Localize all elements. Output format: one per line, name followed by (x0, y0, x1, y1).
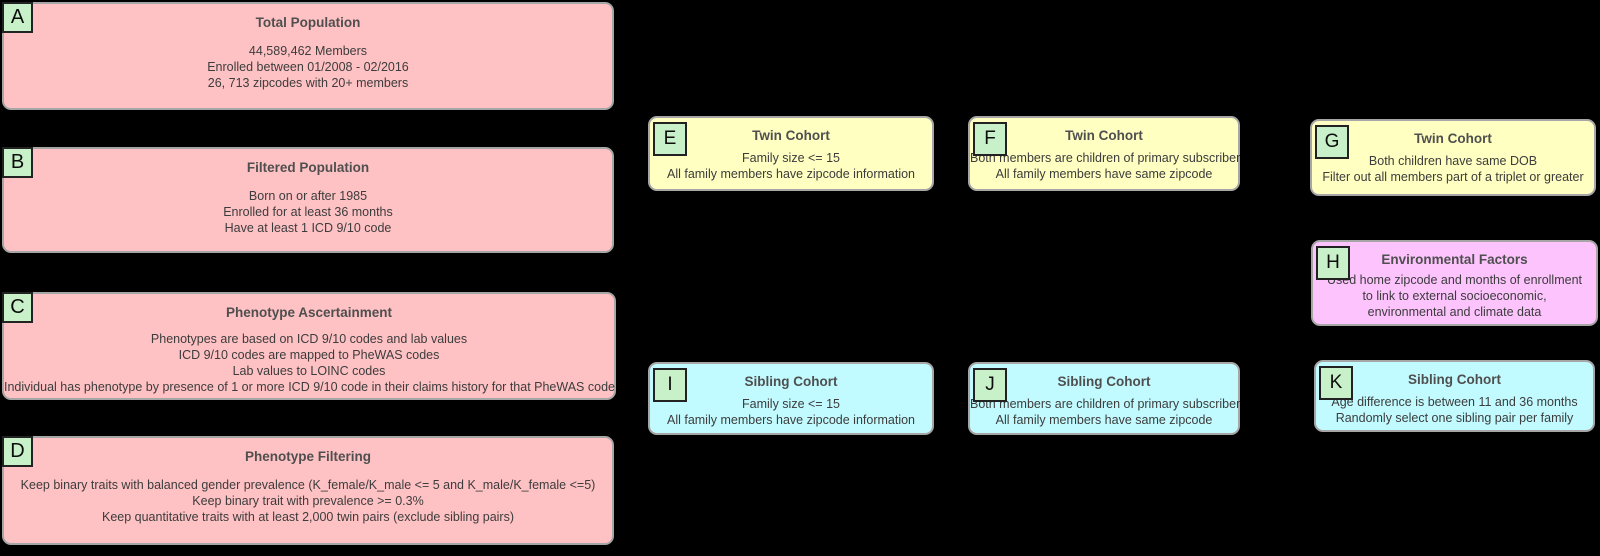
node-body: Keep binary traits with balanced gender … (4, 477, 612, 525)
node-title: Filtered Population (246, 160, 370, 175)
badge-g: G (1315, 125, 1349, 159)
node-i-sibling-cohort: I Sibling Cohort Family size <= 15 All f… (648, 362, 934, 435)
badge-f: F (973, 122, 1007, 156)
node-line: Keep binary traits with balanced gender … (20, 478, 596, 492)
node-line: All family members have same zipcode (995, 167, 1213, 181)
node-d-phenotype-filtering: D Phenotype Filtering Keep binary traits… (2, 436, 614, 545)
node-line: ICD 9/10 codes are mapped to PheWAS code… (178, 348, 440, 362)
node-a-total-population: A Total Population 44,589,462 Members En… (2, 2, 614, 110)
node-title: Twin Cohort (1414, 131, 1492, 146)
node-line: Phenotypes are based on ICD 9/10 codes a… (150, 332, 468, 346)
badge-e: E (653, 122, 687, 156)
badge-h: H (1316, 246, 1350, 280)
node-title: Sibling Cohort (744, 374, 838, 389)
node-title: Sibling Cohort (1057, 374, 1151, 389)
node-line: Used home zipcode and months of enrollme… (1326, 273, 1582, 319)
node-body: Used home zipcode and months of enrollme… (1313, 272, 1596, 320)
node-title: Phenotype Ascertainment (225, 305, 393, 320)
node-j-sibling-cohort: J Sibling Cohort Both members are childr… (968, 362, 1240, 435)
node-line: Filter out all members part of a triplet… (1322, 170, 1584, 184)
node-line: Family size <= 15 (742, 151, 840, 165)
node-body: Both members are children of primary sub… (970, 150, 1241, 182)
node-line: All family members have same zipcode (995, 413, 1213, 427)
node-line: Keep quantitative traits with at least 2… (101, 510, 515, 524)
node-h-environmental-factors: H Environmental Factors Used home zipcod… (1311, 240, 1598, 326)
node-k-sibling-cohort: K Sibling Cohort Age difference is betwe… (1314, 360, 1595, 432)
node-c-phenotype-ascertainment: C Phenotype Ascertainment Phenotypes are… (2, 292, 616, 400)
node-line: Born on or after 1985 (248, 189, 368, 203)
node-line: Randomly select one sibling pair per fam… (1335, 411, 1574, 425)
node-body: Born on or after 1985 Enrolled for at le… (4, 188, 612, 236)
node-line: Enrolled between 01/2008 - 02/2016 (207, 60, 409, 74)
badge-letter: F (984, 128, 996, 149)
node-line: Age difference is between 11 and 36 mont… (1331, 395, 1578, 409)
badge-i: I (653, 368, 687, 402)
node-title: Total Population (255, 15, 361, 30)
badge-letter: D (10, 440, 25, 462)
node-line: Individual has phenotype by presence of … (4, 380, 615, 394)
badge-k: K (1319, 366, 1353, 400)
node-line: Both children have same DOB (1368, 154, 1538, 168)
node-title: Phenotype Filtering (244, 449, 371, 464)
node-line: All family members have zipcode informat… (666, 413, 916, 427)
node-title: Sibling Cohort (1408, 372, 1501, 387)
badge-letter: J (985, 374, 995, 395)
node-g-twin-cohort: G Twin Cohort Both children have same DO… (1310, 119, 1596, 196)
node-b-filtered-population: B Filtered Population Born on or after 1… (2, 147, 614, 253)
badge-j: J (973, 368, 1007, 402)
badge-d: D (2, 436, 33, 467)
node-line: Both members are children of primary sub… (970, 397, 1241, 411)
node-title: Twin Cohort (1065, 128, 1143, 143)
badge-letter: A (10, 6, 25, 28)
node-line: Keep binary trait with prevalence >= 0.3… (192, 494, 424, 508)
node-line: All family members have zipcode informat… (666, 167, 916, 181)
node-body: Both children have same DOB Filter out a… (1312, 153, 1594, 185)
badge-b: B (2, 147, 33, 178)
node-body: Phenotypes are based on ICD 9/10 codes a… (4, 331, 615, 395)
node-f-twin-cohort: F Twin Cohort Both members are children … (968, 116, 1240, 191)
node-body: 44,589,462 Members Enrolled between 01/2… (4, 43, 612, 91)
badge-letter: G (1324, 131, 1340, 152)
node-line: Family size <= 15 (742, 397, 840, 411)
node-line: 44,589,462 Members (248, 44, 368, 58)
badge-letter: I (667, 374, 673, 395)
node-line: Enrolled for at least 36 months (223, 205, 393, 219)
badge-letter: H (1326, 252, 1340, 273)
node-body: Family size <= 15 All family members hav… (650, 396, 932, 428)
node-body: Both members are children of primary sub… (970, 396, 1241, 428)
node-line: Both members are children of primary sub… (970, 151, 1241, 165)
badge-c: C (2, 292, 33, 323)
node-line: 26, 713 zipcodes with 20+ members (207, 76, 409, 90)
badge-letter: C (10, 296, 25, 318)
node-e-twin-cohort: E Twin Cohort Family size <= 15 All fami… (648, 116, 934, 191)
badge-letter: K (1329, 372, 1343, 393)
node-title: Environmental Factors (1381, 252, 1528, 267)
badge-a: A (2, 2, 33, 33)
badge-letter: B (10, 151, 25, 173)
node-title: Twin Cohort (752, 128, 830, 143)
node-body: Family size <= 15 All family members hav… (650, 150, 932, 182)
node-body: Age difference is between 11 and 36 mont… (1316, 394, 1593, 426)
node-line: Lab values to LOINC codes (232, 364, 386, 378)
node-line: Have at least 1 ICD 9/10 code (224, 221, 392, 235)
badge-letter: E (663, 128, 677, 149)
